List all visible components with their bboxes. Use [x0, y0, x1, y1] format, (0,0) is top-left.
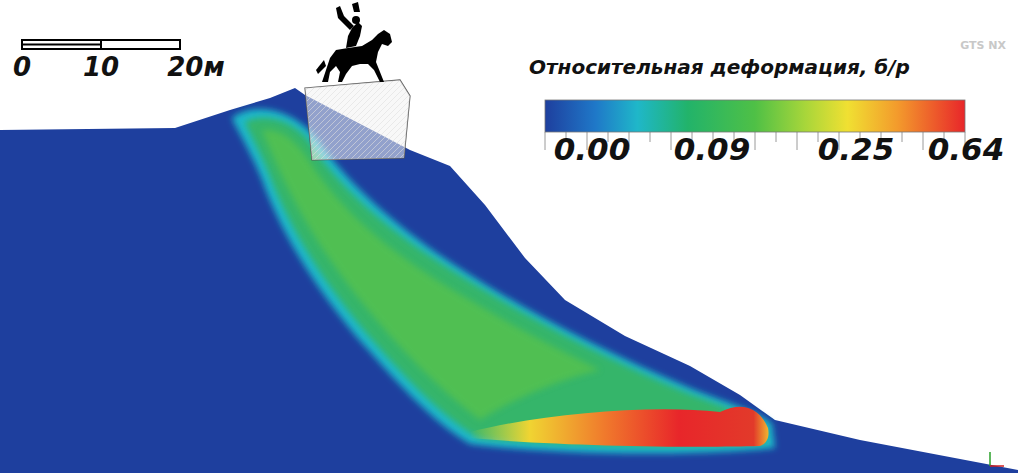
- shear-band-outer: [232, 109, 775, 454]
- high-strain-zone: [470, 407, 769, 447]
- tick-mark: [755, 132, 756, 150]
- axis-triad: [990, 452, 1004, 466]
- monument-pedestal: [305, 80, 410, 160]
- color-bar-value: 0.00: [554, 134, 631, 165]
- color-bar-value: 0.64: [928, 134, 1005, 165]
- tick-mark: [797, 132, 798, 150]
- pedestal-fill: [305, 80, 410, 160]
- legend-title: Относительная деформация, б/р: [529, 57, 910, 77]
- scale-value: 20м: [167, 54, 224, 80]
- soil-mass: [0, 88, 1018, 473]
- scale-value: 0: [13, 54, 31, 80]
- monument-silhouette: [316, 2, 392, 82]
- tick-mark: [776, 132, 777, 142]
- color-bar-value: 0.09: [674, 134, 751, 165]
- tick-mark: [650, 132, 651, 142]
- shear-band: [245, 118, 766, 446]
- color-bar-value: 0.25: [818, 134, 895, 165]
- scale-bar: [22, 40, 180, 49]
- tick-mark: [902, 132, 903, 142]
- tick-mark: [545, 132, 546, 150]
- scale-value: 10: [83, 54, 119, 80]
- tick-mark: [671, 132, 672, 150]
- tick-mark: [923, 132, 924, 150]
- watermark: GTS NX: [960, 40, 1006, 51]
- shear-band-core: [262, 130, 600, 420]
